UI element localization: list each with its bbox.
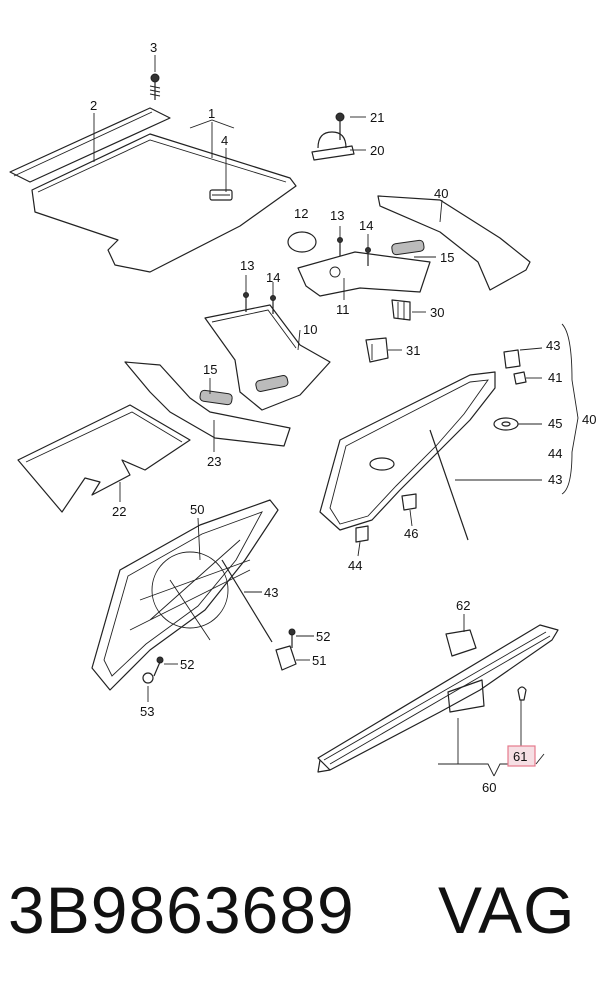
callout-label: 60 (482, 780, 496, 795)
callout-label: 62 (456, 598, 470, 613)
callout-label: 46 (404, 526, 418, 541)
callout-label: 13 (330, 208, 344, 223)
callout-label: 30 (430, 305, 444, 320)
callout-label: 21 (370, 110, 384, 125)
callout-label: 2 (90, 98, 97, 113)
callout-label: 3 (150, 40, 157, 55)
callout-label: 15 (440, 250, 454, 265)
callout-label: 43 (264, 585, 278, 600)
callout-label: 1 (208, 106, 215, 121)
callout-label: 4 (221, 133, 228, 148)
callout-label: 31 (406, 343, 420, 358)
side-panel-40-group (319, 349, 527, 543)
bracket-10-group (199, 292, 331, 411)
floor-panel-group (9, 73, 297, 273)
side-panel-50-group (91, 499, 297, 691)
leader-lines (93, 55, 579, 777)
callout-label: 45 (548, 416, 562, 431)
callout-labels: 3 2 1 4 21 20 40 12 13 14 15 11 30 31 13… (90, 40, 596, 795)
callout-label-61-highlighted: 61 (513, 749, 527, 764)
callout-label: 52 (180, 657, 194, 672)
callout-label: 23 (207, 454, 221, 469)
callout-label: 51 (312, 653, 326, 668)
clip-23-group (365, 337, 389, 363)
eye-bolt-group (311, 112, 355, 161)
callout-label: 40 (582, 412, 596, 427)
callout-label: 43 (546, 338, 560, 353)
callout-label: 44 (348, 558, 362, 573)
callout-label: 50 (190, 502, 204, 517)
callout-label: 52 (316, 629, 330, 644)
part-number: 3B9863689 (8, 873, 355, 947)
callout-label: 53 (140, 704, 154, 719)
callout-label: 13 (240, 258, 254, 273)
callout-label: 41 (548, 370, 562, 385)
callout-label: 43 (548, 472, 562, 487)
callout-label: 20 (370, 143, 384, 158)
callout-label: 22 (112, 504, 126, 519)
callout-label: 14 (359, 218, 373, 233)
callout-label: 12 (294, 206, 308, 221)
sill-trim-60-group (317, 624, 559, 773)
bracket-11-group (287, 231, 431, 321)
callout-label: 44 (548, 446, 562, 461)
callout-label: 15 (203, 362, 217, 377)
callout-label: 10 (303, 322, 317, 337)
highlight-box (507, 745, 536, 767)
callout-label: 14 (266, 270, 280, 285)
callout-label: 40 (434, 186, 448, 201)
callout-label: 11 (336, 302, 350, 317)
trim-mat-group (17, 195, 531, 513)
brand-label: VAG (438, 873, 576, 947)
